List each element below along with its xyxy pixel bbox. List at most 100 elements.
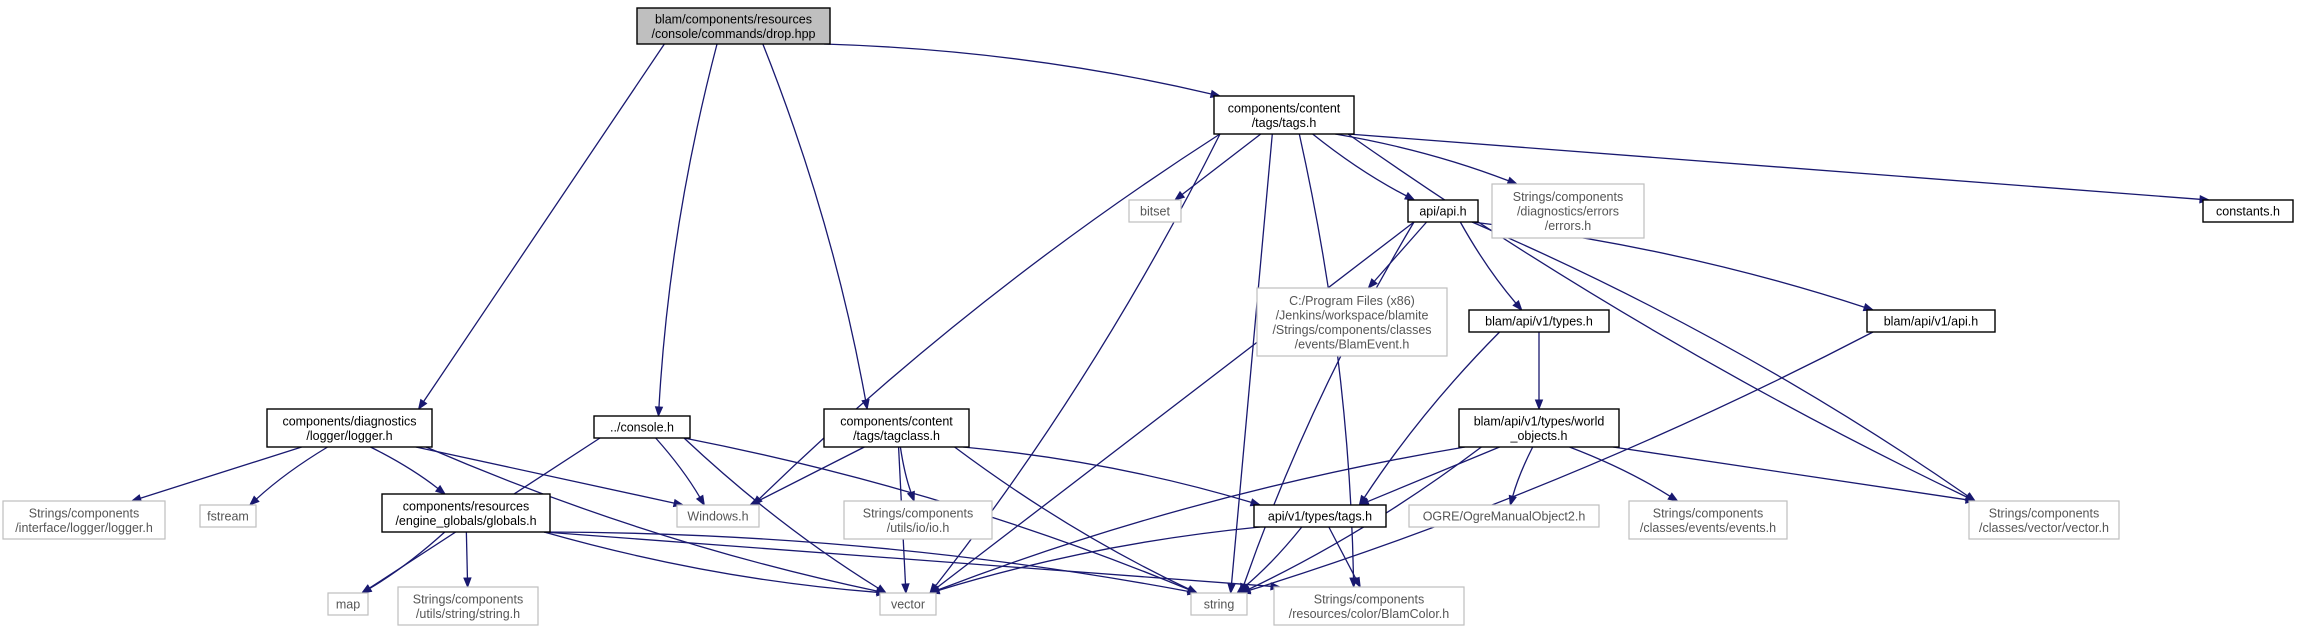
edge-line (938, 446, 1466, 591)
edge-line (415, 446, 675, 504)
node-label-line: Strings/components (1314, 592, 1424, 606)
edge-line (1243, 526, 1303, 588)
edge-line (1569, 446, 1671, 497)
arrowhead (1227, 583, 1236, 595)
node-box (676, 504, 760, 528)
node-logger[interactable]: components/diagnostics/logger/logger.h (266, 408, 433, 448)
node-v1api[interactable]: blam/api/v1/api.h (1866, 309, 1996, 333)
edge-line (1249, 331, 1874, 591)
node-label-line: Strings/components (1513, 190, 1623, 204)
node-box (381, 493, 551, 533)
node-box (1458, 408, 1620, 448)
node-string: string (1190, 592, 1248, 616)
node-box (1407, 199, 1479, 223)
node-label-line: /tags/tagclass.h (853, 429, 940, 443)
node-box (2202, 199, 2294, 223)
edge-tagclass-to-io (899, 446, 915, 503)
node-globals[interactable]: components/resources/engine_globals/glob… (381, 493, 551, 533)
node-label-line: components/resources (403, 499, 529, 513)
node-drop[interactable]: blam/components/resources/console/comman… (636, 7, 831, 45)
node-console[interactable]: ../console.h (593, 415, 691, 439)
edge-globals-to-stringh (463, 531, 472, 589)
node-box (397, 586, 539, 626)
node-label-line: OGRE/OgreManualObject2.h (1423, 510, 1586, 524)
edge-line (1312, 133, 1407, 197)
arrowhead (417, 398, 428, 411)
edge-apih-to-vectorh (1471, 221, 1977, 502)
edge-tagclass-to-windows (748, 446, 865, 506)
node-label-line: Strings/components (413, 592, 523, 606)
node-ogre: OGRE/OgreManualObject2.h (1408, 504, 1600, 528)
node-label-line: Windows.h (687, 510, 748, 524)
node-tags[interactable]: components/content/tags/tags.h (1213, 95, 1355, 135)
edge-line (543, 531, 1189, 592)
edge-line (1367, 446, 1500, 503)
node-windows: Windows.h (676, 504, 760, 528)
edge-line (543, 531, 1272, 587)
node-label-line: Strings/components (863, 506, 973, 520)
node-label-line: /events/BlamEvent.h (1295, 337, 1410, 351)
edge-worldobj-to-ogre (1508, 446, 1534, 507)
edge-line (1335, 133, 1509, 182)
edge-v1types-to-worldobj (1534, 332, 1544, 411)
node-tagclass[interactable]: components/content/tags/tagclass.h (823, 408, 970, 448)
edge-drop-to-console (654, 43, 718, 418)
edge-tags-to-bitset (1173, 133, 1262, 201)
node-box (199, 504, 257, 528)
arrowhead (434, 484, 447, 495)
arrowhead (1534, 399, 1544, 411)
node-vectorh: Strings/components/classes/vector/vector… (1968, 500, 2120, 540)
edge-line (1243, 221, 1415, 585)
node-apih[interactable]: api/api.h (1407, 199, 1479, 223)
edge-worldobj-to-events (1569, 446, 1679, 502)
edge-globals-to-vector (543, 531, 888, 597)
nodes-layer: blam/components/resources/console/comman… (2, 7, 2294, 626)
node-box (1213, 95, 1355, 135)
node-v1types[interactable]: blam/api/v1/types.h (1468, 309, 1610, 333)
edge-logger-to-fstream (248, 446, 328, 506)
edge-line (1347, 133, 2201, 200)
edge-line (425, 446, 878, 592)
edge-apih-to-v1types (1459, 221, 1523, 312)
edge-line (465, 531, 469, 579)
node-box (1468, 309, 1610, 333)
edge-line (1347, 133, 1968, 498)
edge-line (1328, 526, 1357, 580)
edge-line (423, 43, 665, 402)
node-label-line: Strings/components (29, 506, 139, 520)
node-worldobj[interactable]: blam/api/v1/types/world_objects.h (1458, 408, 1620, 448)
arrowhead (901, 583, 910, 595)
node-box (1253, 504, 1387, 528)
node-box (1256, 287, 1448, 357)
edge-drop-to-logger (417, 43, 665, 411)
node-box (636, 7, 831, 45)
node-apitags[interactable]: api/v1/types/tags.h (1253, 504, 1387, 528)
edge-line (1612, 446, 1967, 501)
edge-line (823, 43, 1212, 95)
arrowhead (1506, 176, 1519, 185)
edge-logger-to-globals (370, 446, 447, 495)
node-label-line: components/content (1228, 101, 1341, 115)
edge-line (1181, 133, 1262, 196)
edge-tags-to-errors (1335, 133, 1519, 185)
arrowhead (1508, 494, 1517, 507)
node-label-line: /Jenkins/workspace/blamite (1276, 308, 1429, 322)
node-label-line: Strings/components (1989, 506, 2099, 520)
edge-line (1459, 221, 1517, 304)
node-fstream: fstream (199, 504, 257, 528)
node-label-line: blam/api/v1/types.h (1485, 315, 1593, 329)
node-label-line: C:/Program Files (x86) (1289, 294, 1415, 308)
arrowhead (248, 495, 260, 506)
arrowhead (1403, 191, 1416, 201)
node-label-line: /utils/string/string.h (416, 607, 520, 621)
node-box (1273, 586, 1465, 626)
edge-logger-to-loggerext (130, 446, 302, 503)
node-errors: Strings/components/diagnostics/errors/er… (1491, 183, 1645, 239)
node-blamevent: C:/Program Files (x86)/Jenkins/workspace… (1256, 287, 1448, 357)
edge-v1api-to-string (1239, 331, 1874, 595)
edge-line (658, 43, 718, 408)
node-box (823, 408, 970, 448)
edge-line (543, 531, 878, 593)
node-constants[interactable]: constants.h (2202, 199, 2294, 223)
